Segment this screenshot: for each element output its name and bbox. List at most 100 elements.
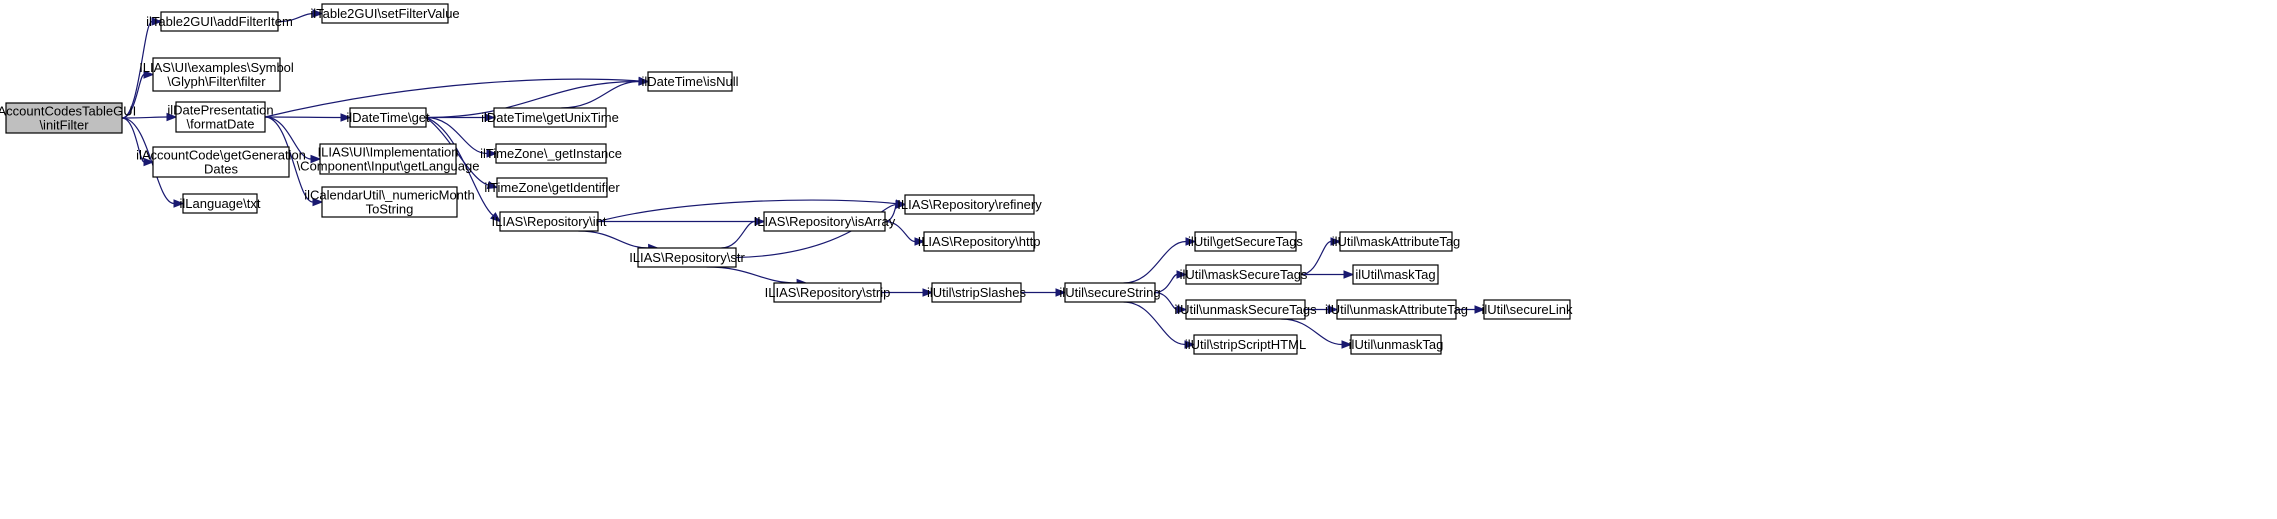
node-strip-script-h-t-m-l[interactable]: ilUtil\stripScriptHTML — [1185, 334, 1306, 355]
node-label: ilTable2GUI\addFilterItem — [146, 14, 293, 29]
node-label: ilUtil\maskAttributeTag — [1332, 234, 1461, 249]
node-label: \Component\Input\getLanguage — [297, 159, 480, 174]
edge-root-to-getGenerationDates — [121, 117, 155, 167]
node-root[interactable]: ilAccountCodesTableGUI\initFilter — [0, 102, 136, 134]
node-label: ilUtil\getSecureTags — [1188, 234, 1303, 249]
edge-line — [264, 116, 314, 203]
node-repo-int[interactable]: ILIAS\Repository\int — [492, 211, 607, 232]
node-dt-get[interactable]: ilDateTime\get — [346, 107, 430, 128]
node-label: ILIAS\UI\examples\Symbol — [139, 60, 294, 75]
node-label: ILIAS\Repository\strip — [765, 285, 891, 300]
node-label: \formatDate — [187, 117, 255, 132]
node-unmask-attribute-tag[interactable]: ilUtil\unmaskAttributeTag — [1325, 299, 1468, 320]
node-box — [1352, 264, 1439, 285]
node-repo-str[interactable]: ILIAS\Repository\str — [629, 247, 745, 268]
nodes-layer: ilAccountCodesTableGUI\initFilter ilTable… — [0, 3, 1573, 355]
edge-secureString-to-unmaskSecureTags — [1154, 291, 1188, 314]
edge-secureString-to-getSecureTags — [1123, 237, 1197, 284]
node-set-filter-value[interactable]: ilTable2GUI\setFilterValue — [310, 3, 460, 24]
node-get-unix-time[interactable]: ilDateTime\getUnixTime — [481, 107, 619, 128]
edge-arrowhead — [754, 217, 766, 226]
node-box — [175, 101, 266, 133]
edge-repoInt-to-isArray — [598, 217, 766, 226]
edge-line — [578, 230, 649, 249]
node-mask-attribute-tag[interactable]: ilUtil\maskAttributeTag — [1332, 231, 1461, 252]
node-label: ilDatePresentation — [167, 103, 273, 118]
edge-arrowhead — [312, 9, 324, 18]
node-box — [763, 211, 886, 232]
node-mask-secure-tags[interactable]: ilUtil\maskSecureTags — [1180, 264, 1308, 285]
node-label: ILIAS\UI\Implementation — [318, 145, 459, 160]
node-box — [321, 3, 449, 24]
edge-arrowhead — [1176, 305, 1188, 314]
node-box — [1350, 334, 1442, 355]
node-label: ILIAS\Repository\int — [492, 214, 607, 229]
node-format-date[interactable]: ilDatePresentation\formatDate — [167, 101, 274, 133]
node-label: ilUtil\maskSecureTags — [1180, 267, 1308, 282]
node-strip[interactable]: ILIAS\Repository\strip — [765, 282, 891, 303]
edge-maskSecureTags-to-maskTag — [1301, 270, 1355, 279]
node-http[interactable]: ILIAS\Repository\http — [918, 231, 1041, 252]
node-secure-string[interactable]: ilUtil\secureString — [1059, 282, 1161, 303]
node-label: ilDateTime\isNull — [641, 74, 738, 89]
node-label: ilTimeZone\getIdentifier — [484, 180, 620, 195]
edge-line — [425, 116, 488, 155]
edge-root-to-addFilterItem — [121, 17, 163, 119]
node-label: ILIAS\Repository\refinery — [897, 197, 1042, 212]
node-get-secure-tags[interactable]: ilUtil\getSecureTags — [1188, 231, 1303, 252]
node-unmask-tag[interactable]: ilUtil\unmaskTag — [1349, 334, 1444, 355]
edge-strip-to-stripSlashes — [881, 288, 934, 297]
node-strip-slashes[interactable]: ilUtil\stripSlashes — [927, 282, 1026, 303]
node-box — [647, 71, 733, 92]
edge-arrowhead — [340, 113, 352, 122]
edge-arrowhead — [895, 200, 907, 209]
edge-line — [264, 116, 342, 119]
node-label: ilUtil\maskTag — [1355, 267, 1435, 282]
edge-dtGet-to-getIdentifier — [425, 117, 499, 190]
node-get-identifier[interactable]: ilTimeZone\getIdentifier — [484, 177, 620, 198]
node-get-language[interactable]: ILIAS\UI\Implementation\Component\Input\… — [297, 143, 480, 175]
node-box — [152, 146, 290, 178]
edge-line — [1123, 301, 1186, 346]
node-box — [1483, 299, 1571, 320]
edge-line — [1154, 291, 1178, 311]
edge-line — [884, 220, 916, 243]
edge-arrowhead — [166, 112, 178, 122]
node-get-instance[interactable]: ilTimeZone\_getInstance — [480, 143, 622, 164]
node-add-filter-item[interactable]: ilTable2GUI\addFilterItem — [146, 11, 293, 32]
node-glyph-filter[interactable]: ILIAS\UI\examples\Symbol\Glyph\Filter\fi… — [139, 57, 294, 92]
edges-layer — [121, 9, 1486, 349]
node-refinery[interactable]: ILIAS\Repository\refinery — [897, 194, 1042, 215]
edge-secureString-to-maskSecureTags — [1154, 270, 1188, 294]
node-label: ilLanguage\txt — [180, 196, 261, 211]
node-label: ToString — [366, 202, 414, 217]
node-is-array[interactable]: ILIAS\Repository\isArray — [754, 211, 896, 232]
edge-arrowhead — [312, 197, 324, 207]
edge-line — [1123, 240, 1187, 284]
node-box — [319, 143, 457, 175]
edge-arrowhead — [143, 157, 155, 167]
node-secure-link[interactable]: ilUtil\secureLink — [1481, 299, 1573, 320]
node-label: ilAccountCode\getGeneration — [136, 148, 306, 163]
node-is-null[interactable]: ilDateTime\isNull — [641, 71, 739, 92]
edge-arrowhead — [922, 288, 934, 297]
edge-arrowhead — [1184, 340, 1196, 349]
node-box — [182, 193, 258, 214]
edge-line — [425, 117, 489, 186]
edge-getUnixTime-to-isNull — [561, 77, 650, 109]
node-box — [1336, 299, 1457, 320]
edge-arrowhead — [486, 149, 498, 158]
edge-addFilterItem-to-setFilterValue — [277, 9, 324, 23]
node-label: ilUtil\unmaskSecureTags — [1174, 302, 1317, 317]
node-mask-tag[interactable]: ilUtil\maskTag — [1352, 264, 1439, 285]
node-box — [931, 282, 1022, 303]
edge-arrowhead — [1474, 305, 1486, 314]
edge-arrowhead — [1176, 270, 1188, 279]
node-unmask-secure-tags[interactable]: ilUtil\unmaskSecureTags — [1174, 299, 1317, 320]
node-txt[interactable]: ilLanguage\txt — [180, 193, 261, 214]
node-box — [637, 247, 737, 268]
node-label: \Glyph\Filter\filter — [167, 74, 266, 89]
